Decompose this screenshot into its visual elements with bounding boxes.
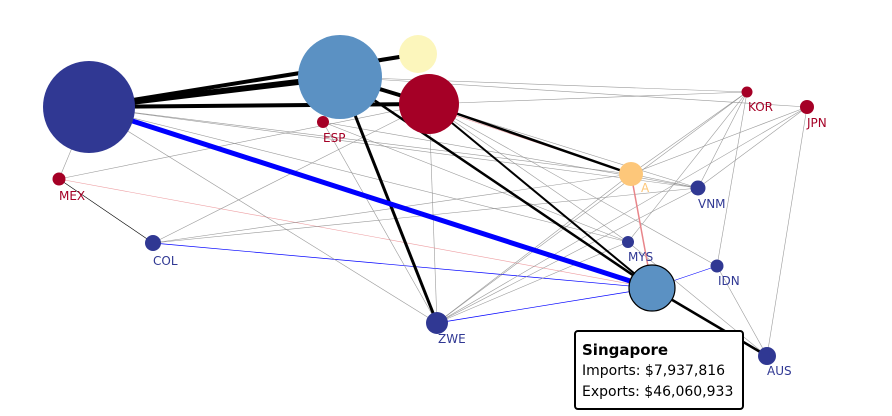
- node-label-vnm: VNM: [698, 197, 726, 211]
- link-ESP-ZWE[interactable]: [322, 121, 438, 324]
- link-big-red-MYS[interactable]: [428, 103, 629, 243]
- node-pale-yellow[interactable]: [399, 35, 437, 73]
- link-ZWE-MYS[interactable]: [436, 241, 629, 324]
- links-layer: [58, 52, 808, 358]
- link-big-lightblue-SGP[interactable]: [339, 75, 653, 290]
- node-label-idn: IDN: [718, 274, 740, 288]
- node-label-mex: MEX: [59, 189, 85, 203]
- link-big-red-ZWE[interactable]: [428, 103, 438, 324]
- link-big-blue-orange[interactable]: [88, 106, 632, 175]
- link-orange-KOR[interactable]: [630, 91, 748, 175]
- link-big-red-KOR[interactable]: [428, 91, 748, 105]
- node-mex[interactable]: [52, 172, 66, 186]
- link-MEX-big-red[interactable]: [58, 103, 430, 180]
- link-big-lightblue-ZWE[interactable]: [338, 76, 439, 324]
- nodes-layer: [43, 35, 814, 365]
- link-big-red-IDN[interactable]: [428, 103, 718, 267]
- node-esp[interactable]: [317, 116, 329, 128]
- link-VNM-KOR[interactable]: [697, 91, 748, 189]
- labels-layer: ESP MEX COL ZWE KOR JPN A VNM MYS IDN AUS: [59, 100, 827, 378]
- link-MEX-COL[interactable]: [58, 178, 154, 244]
- node-label-orange: A: [641, 181, 650, 195]
- link-big-blue-MYS[interactable]: [88, 106, 629, 243]
- tooltip-exports: Exports: $46,060,933: [582, 384, 734, 400]
- tooltip-imports: Imports: $7,937,816: [582, 363, 726, 379]
- node-vnm[interactable]: [690, 180, 706, 196]
- node-label-kor: KOR: [748, 100, 773, 114]
- node-big-blue[interactable]: [43, 61, 135, 153]
- link-big-blue-ZWE[interactable]: [88, 106, 438, 324]
- node-label-col: COL: [153, 254, 178, 268]
- link-orange-JPN[interactable]: [630, 106, 808, 175]
- node-jpn[interactable]: [800, 100, 814, 114]
- node-big-lightblue[interactable]: [298, 35, 382, 119]
- link-IDN-AUS[interactable]: [716, 265, 768, 357]
- link-VNM-JPN[interactable]: [697, 106, 808, 189]
- link-JPN-AUS[interactable]: [766, 106, 808, 357]
- node-idn[interactable]: [710, 259, 724, 273]
- node-kor[interactable]: [741, 86, 753, 98]
- link-MYS-KOR[interactable]: [627, 91, 748, 243]
- node-label-zwe: ZWE: [438, 332, 466, 346]
- node-big-red[interactable]: [399, 74, 459, 134]
- node-col[interactable]: [145, 235, 161, 251]
- node-zwe[interactable]: [426, 312, 448, 334]
- link-big-lightblue-KOR[interactable]: [339, 76, 748, 93]
- node-mys[interactable]: [622, 236, 634, 248]
- link-ZWE-JPN[interactable]: [436, 106, 808, 324]
- node-label-mys: MYS: [628, 250, 653, 264]
- tooltip-title: Singapore: [582, 341, 669, 359]
- link-ZWE-VNM[interactable]: [436, 187, 699, 324]
- link-ZWE-SGP[interactable]: [436, 287, 653, 324]
- link-big-red-orange[interactable]: [428, 102, 632, 176]
- node-tooltip: Singapore Imports: $7,937,816 Exports: $…: [574, 330, 744, 410]
- node-aus[interactable]: [758, 347, 776, 365]
- link-big-red-SGP[interactable]: [428, 103, 653, 289]
- link-big-blue-SGP[interactable]: [88, 104, 653, 291]
- link-big-blue-VNM[interactable]: [88, 106, 699, 189]
- link-ESP-MYS[interactable]: [322, 121, 629, 243]
- link-big-blue-big-red[interactable]: [88, 102, 430, 109]
- node-label-jpn: JPN: [806, 116, 827, 130]
- node-sgp[interactable]: [628, 264, 676, 312]
- node-label-esp: ESP: [323, 131, 345, 145]
- link-IDN-KOR[interactable]: [716, 91, 748, 267]
- link-ZWE-KOR[interactable]: [436, 91, 748, 324]
- node-label-aus: AUS: [767, 364, 792, 378]
- node-orange[interactable]: [619, 162, 643, 186]
- link-MEX-SGP[interactable]: [58, 178, 653, 289]
- link-COL-SGP[interactable]: [152, 242, 653, 289]
